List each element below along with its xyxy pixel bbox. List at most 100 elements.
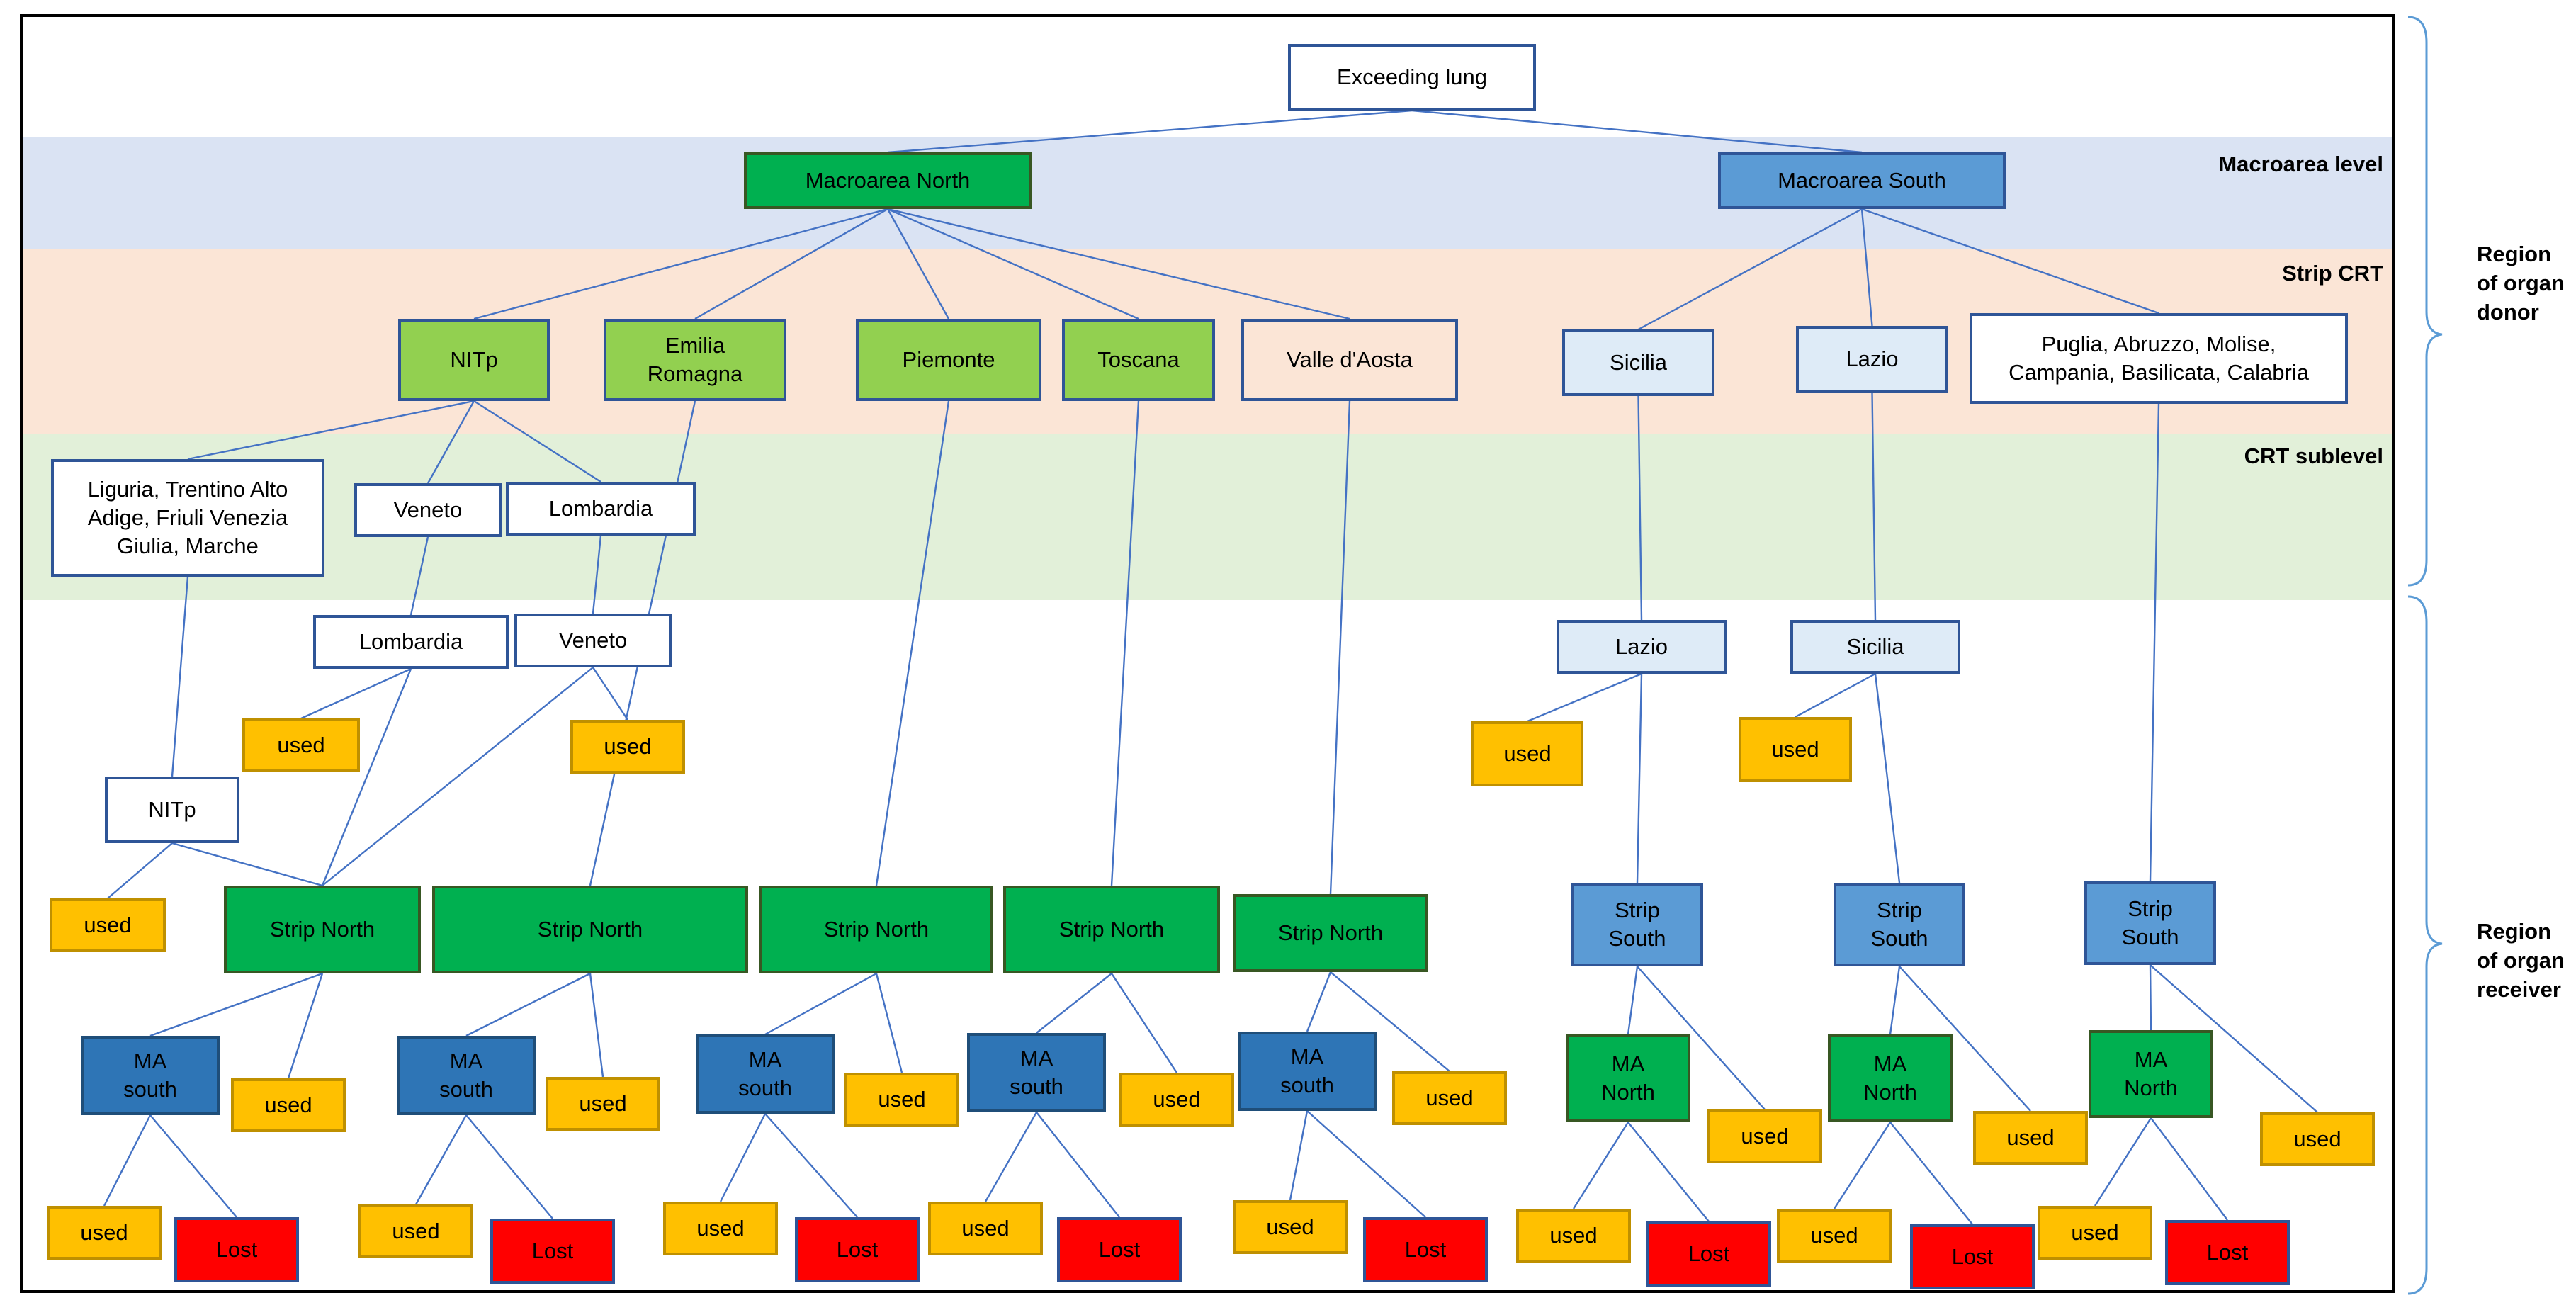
edge-ma2-lb2 (465, 1114, 553, 1219)
node-ven1: Veneto (354, 483, 502, 537)
node-ma5: MA south (1238, 1032, 1377, 1111)
edge-root-mas (1411, 109, 1863, 154)
node-emilia: Emilia Romagna (604, 319, 786, 401)
edge-sic-laz2 (1637, 395, 1643, 621)
node-sn2: Strip North (432, 886, 748, 973)
node-ma1: MA south (81, 1036, 220, 1115)
edge-mn2-lb7 (1889, 1122, 1973, 1225)
edge-ven2-sn1 (322, 667, 594, 886)
edge-ma3-ub3 (719, 1113, 767, 1202)
node-mn2: MA North (1828, 1034, 1953, 1122)
node-lom1: Lombardia (506, 482, 696, 536)
node-lb7: Lost (1910, 1224, 2035, 1289)
edge-nitp2-u_nitp2 (107, 842, 173, 899)
node-us1: used (231, 1078, 346, 1132)
node-mn3: MA North (2089, 1030, 2213, 1118)
edge-mn2-ub7 (1833, 1122, 1892, 1209)
node-lb1: Lost (174, 1217, 299, 1282)
edge-man-valle (887, 208, 1350, 320)
edge-nitp-ven1 (426, 400, 475, 484)
node-lb4: Lost (1057, 1217, 1182, 1282)
edge-man-nitp (473, 208, 888, 320)
node-u_nitp2: used (50, 898, 166, 952)
edge-man-emilia (694, 208, 888, 320)
node-ss3: Strip South (2084, 881, 2216, 965)
node-ss1: Strip South (1571, 883, 1703, 966)
edge-ss3-mn3 (2149, 964, 2152, 1031)
edge-mn1-lb6 (1627, 1122, 1710, 1222)
node-sic: Sicilia (1562, 329, 1714, 396)
edge-nitp-lom1 (473, 400, 601, 483)
edge-sn4-us4 (1110, 973, 1178, 1073)
edge-ma4-lb4 (1036, 1112, 1120, 1218)
edge-ss2-mn2 (1889, 966, 1901, 1035)
edge-ss2-us7 (1899, 966, 2031, 1112)
node-pug: Puglia, Abruzzo, Molise, Campania, Basil… (1970, 313, 2348, 404)
node-valle: Valle d'Aosta (1241, 319, 1458, 401)
node-ven2: Veneto (514, 614, 672, 667)
node-laz2: Lazio (1557, 620, 1727, 674)
edge-ss1-us6 (1637, 966, 1766, 1110)
node-us8: used (2260, 1112, 2375, 1166)
edge-ven1-lom2 (409, 536, 429, 616)
edge-sn2-us2 (589, 973, 604, 1078)
macroarea-level-label: Macroarea level (2218, 152, 2383, 176)
edge-sn1-us1 (287, 973, 324, 1079)
node-us2: used (546, 1077, 660, 1131)
node-ub1: used (47, 1206, 162, 1260)
edge-root-man (887, 109, 1413, 154)
node-lb2: Lost (490, 1219, 615, 1284)
node-sic2: Sicilia (1790, 620, 1960, 674)
node-sn4: Strip North (1003, 886, 1220, 973)
node-ub5: used (1233, 1200, 1348, 1254)
edge-mas-pug (1861, 208, 2159, 315)
edge-sn1-ma1 (149, 972, 323, 1037)
strip-crt-label: Strip CRT (2282, 261, 2383, 286)
diagram-frame (20, 14, 2395, 1293)
node-u_sic2: used (1739, 717, 1852, 782)
node-sn3: Strip North (759, 886, 993, 973)
edge-lom2-sn1 (321, 668, 412, 886)
edge-laz2-u_laz2 (1527, 672, 1642, 723)
receiver-brace (2407, 595, 2443, 1295)
edge-sn3-us3 (875, 973, 903, 1073)
edge-sic2-u_sic2 (1795, 672, 1876, 718)
node-us5: used (1392, 1071, 1507, 1125)
node-piem: Piemonte (856, 319, 1041, 401)
edge-mas-sic (1637, 208, 1863, 331)
edge-ss3-us8 (2150, 964, 2318, 1113)
edge-ma5-ub5 (1289, 1110, 1309, 1201)
edge-ven2-u_ven2 (592, 667, 629, 721)
node-ub8: used (2038, 1206, 2152, 1260)
node-lig: Liguria, Trentino Alto Adige, Friuli Ven… (51, 459, 324, 577)
edge-tosc-sn4 (1110, 400, 1140, 886)
edge-mn3-ub8 (2094, 1117, 2152, 1207)
node-nitp2: NITp (105, 777, 239, 843)
node-ub3: used (663, 1202, 778, 1255)
edge-sn2-ma2 (465, 972, 591, 1037)
node-lb6: Lost (1646, 1221, 1771, 1287)
node-tosc: Toscana (1062, 319, 1215, 401)
edge-ma2-ub2 (414, 1114, 468, 1205)
node-us7: used (1973, 1111, 2088, 1165)
node-ub4: used (928, 1202, 1043, 1255)
node-u_lom2: used (242, 718, 360, 772)
edge-mas-laz (1860, 208, 1873, 327)
edge-sn4-ma4 (1036, 973, 1112, 1034)
node-u_ven2: used (570, 720, 685, 774)
edge-lom2-u_lom2 (300, 667, 412, 720)
edge-valle-sn5 (1329, 400, 1351, 895)
edge-nitp2-sn1 (171, 842, 323, 887)
edge-laz-sic2 (1871, 392, 1877, 621)
edge-nitp-lig (187, 400, 475, 461)
edge-ma1-ub1 (103, 1114, 152, 1207)
edge-sic2-ss2 (1874, 673, 1901, 883)
edge-sn3-ma3 (764, 972, 877, 1036)
edge-lom1-ven2 (592, 535, 602, 614)
edge-ma5-lb5 (1306, 1110, 1426, 1218)
edge-ma3-lb3 (764, 1113, 858, 1218)
node-ma4: MA south (967, 1033, 1106, 1112)
node-lom2: Lombardia (313, 615, 509, 669)
